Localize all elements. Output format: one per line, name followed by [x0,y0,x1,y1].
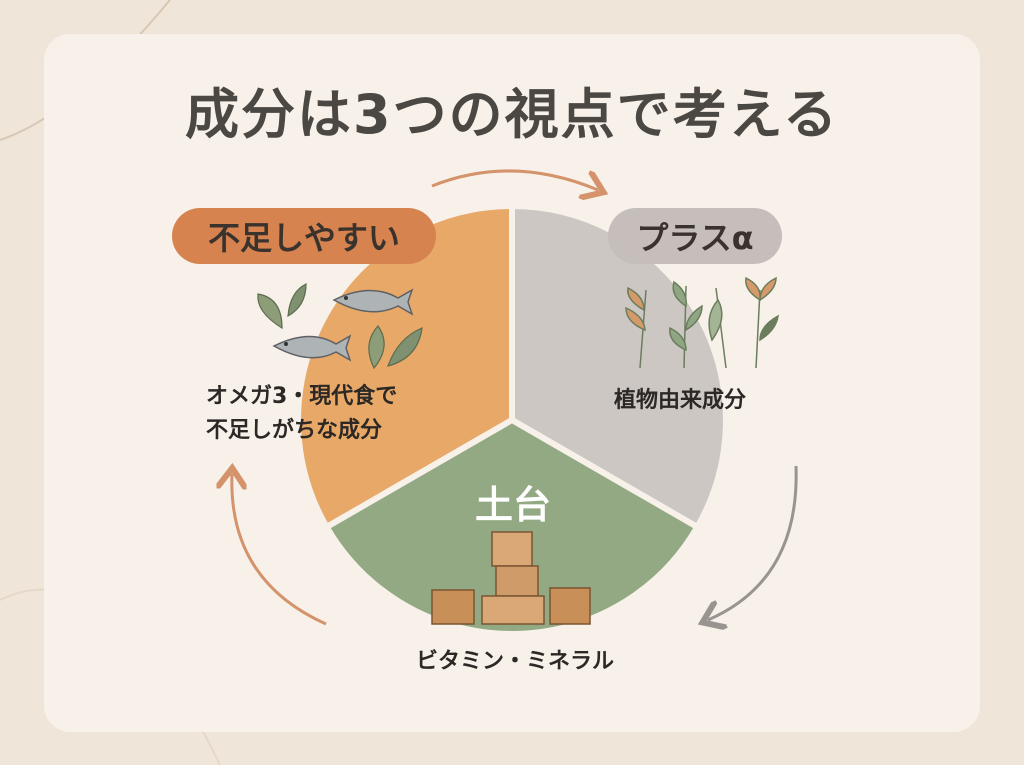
segment-foundation [322,416,702,637]
segment-deficient [295,202,515,532]
plus-alpha-description: 植物由来成分 [613,388,746,413]
fish-icon [272,334,352,362]
deficient-badge: 不足しやすい [172,208,436,264]
fish-icon [332,288,414,316]
arrow-right [708,465,798,620]
leaf-icon [368,325,423,370]
foundation-label: 土台 [474,483,551,527]
herb-icon [625,276,779,369]
deficient-description-line1: オメガ3・現代食で [206,384,398,409]
foundation-description: ビタミン・ミネラル [415,649,614,674]
plus-alpha-badge: プラスα [608,208,782,264]
page-title: 成分は3つの視点で考える [185,83,839,146]
deficient-description: オメガ3・現代食で 不足しがちな成分 [206,380,476,448]
leaf-icon [257,283,307,330]
deficient-description-line2: 不足しがちな成分 [206,418,383,443]
arrow-top [431,169,598,190]
wooden-block-icon [431,531,591,625]
arrow-left [232,474,327,626]
